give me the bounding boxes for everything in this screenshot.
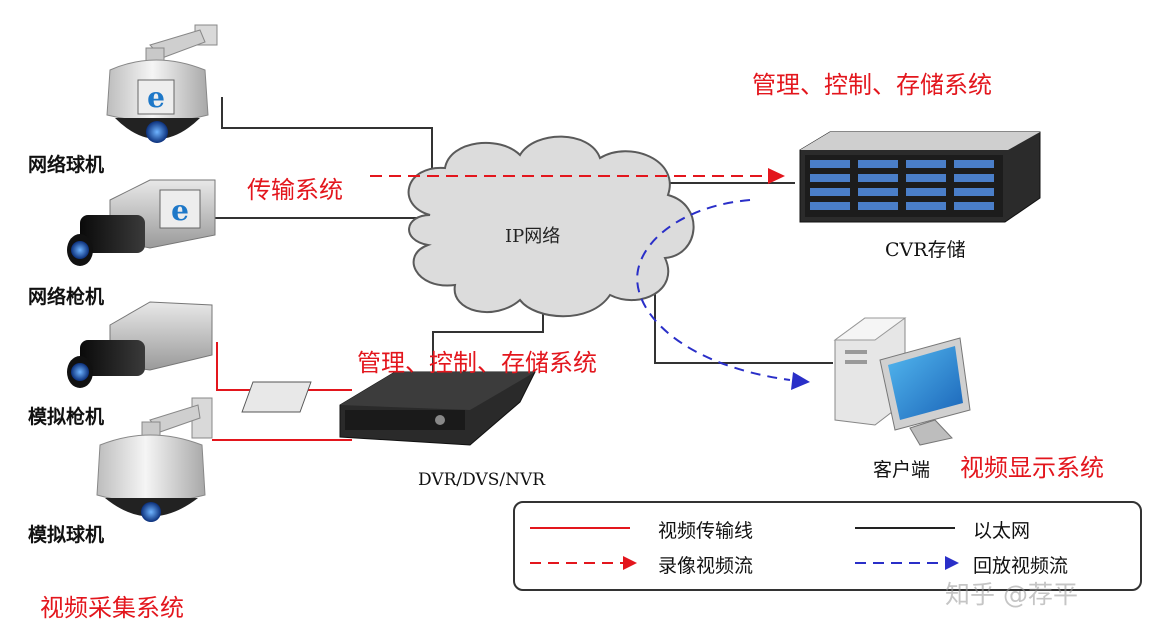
record-stream-arrowhead xyxy=(768,168,785,184)
analog-dome-camera-icon xyxy=(96,397,213,522)
capture-system-label: 视频采集系统 xyxy=(40,594,184,622)
legend-playback-arrowhead xyxy=(945,556,959,570)
ethernet-line-dome xyxy=(221,97,433,192)
analog-bullet-label: 模拟枪机 xyxy=(28,406,105,428)
mgmt-system-top-label: 管理、控制、存储系统 xyxy=(752,71,992,99)
client-label: 客户端 xyxy=(873,459,931,481)
transmission-system-label: 传输系统 xyxy=(247,176,343,204)
svg-text:e: e xyxy=(147,81,165,114)
ethernet-line-dvr xyxy=(432,300,544,374)
network-bullet-camera-icon: e xyxy=(67,179,216,266)
legend-record-arrowhead xyxy=(623,556,637,570)
legend: 视频传输线 以太网 录像视频流 回放视频流 xyxy=(513,501,1142,591)
ethernet-line-client xyxy=(654,250,833,364)
legend-swatches xyxy=(530,527,959,570)
legend-playback-label: 回放视频流 xyxy=(973,555,1069,577)
watermark: 知乎 @荐平 xyxy=(945,580,1078,609)
client-pc-icon xyxy=(833,317,971,446)
legend-video-line-label: 视频传输线 xyxy=(658,520,754,542)
cvr-storage-icon xyxy=(799,131,1041,223)
mgmt-system-mid-label: 管理、控制、存储系统 xyxy=(357,349,597,377)
playback-stream-curve xyxy=(636,199,791,381)
analog-dome-label: 模拟球机 xyxy=(28,524,105,546)
ip-network-cloud xyxy=(407,135,695,318)
network-dome-camera-icon: e xyxy=(106,24,218,143)
legend-record-label: 录像视频流 xyxy=(658,555,754,577)
dvr-device-icon xyxy=(241,371,536,446)
svg-text:e: e xyxy=(171,194,189,227)
network-bullet-label: 网络枪机 xyxy=(28,286,105,308)
ip-network-label: IP网络 xyxy=(505,226,561,247)
playback-stream-arrowhead xyxy=(791,372,810,390)
network-dome-label: 网络球机 xyxy=(28,154,105,176)
cvr-label: CVR存储 xyxy=(885,239,966,261)
legend-ethernet-label: 以太网 xyxy=(973,520,1031,542)
analog-bullet-camera-icon xyxy=(67,301,213,388)
dvr-label: DVR/DVS/NVR xyxy=(418,470,546,490)
display-system-label: 视频显示系统 xyxy=(960,454,1104,482)
